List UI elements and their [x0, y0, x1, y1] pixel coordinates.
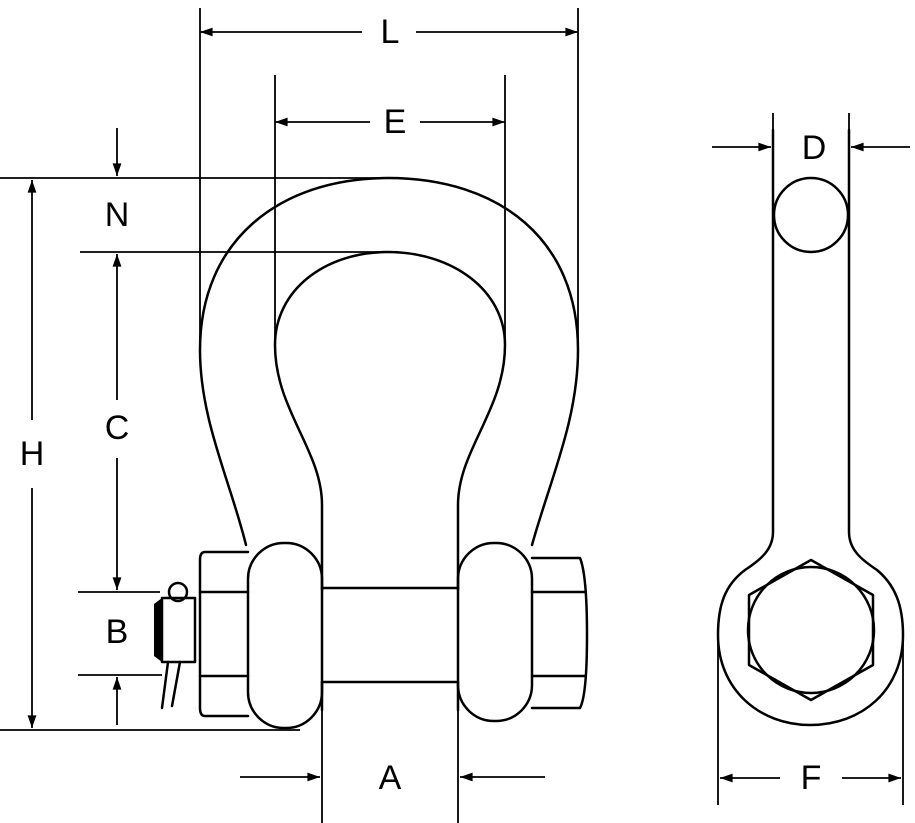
label-n: N — [105, 196, 130, 234]
label-a: A — [379, 759, 402, 797]
hex-nut-face — [747, 558, 875, 702]
label-h: H — [20, 435, 45, 473]
pin-shaft — [320, 586, 460, 684]
cotter-pin — [154, 581, 197, 710]
pin-cross-section — [772, 176, 850, 254]
label-e: E — [384, 103, 407, 141]
label-f: F — [801, 759, 822, 797]
dimension-n — [80, 128, 388, 253]
label-c: C — [105, 409, 130, 447]
shackle-front-view — [154, 176, 589, 730]
dimension-d — [712, 113, 910, 200]
bow-inner — [273, 250, 507, 592]
shackle-side-view — [716, 128, 905, 805]
dimension-b — [78, 591, 162, 725]
bolt-head — [198, 550, 250, 718]
dimension-h — [0, 177, 388, 731]
bow-outer — [198, 176, 580, 547]
dimension-l — [199, 8, 579, 350]
right-eye — [456, 541, 534, 723]
left-eye — [246, 541, 324, 730]
label-b: B — [106, 613, 129, 651]
hex-inner-circle — [746, 565, 876, 695]
side-body — [716, 128, 905, 727]
label-l: L — [381, 13, 400, 51]
dimension-a — [240, 710, 545, 823]
dimension-e — [274, 75, 506, 345]
label-d: D — [802, 129, 827, 167]
nut — [530, 556, 589, 710]
